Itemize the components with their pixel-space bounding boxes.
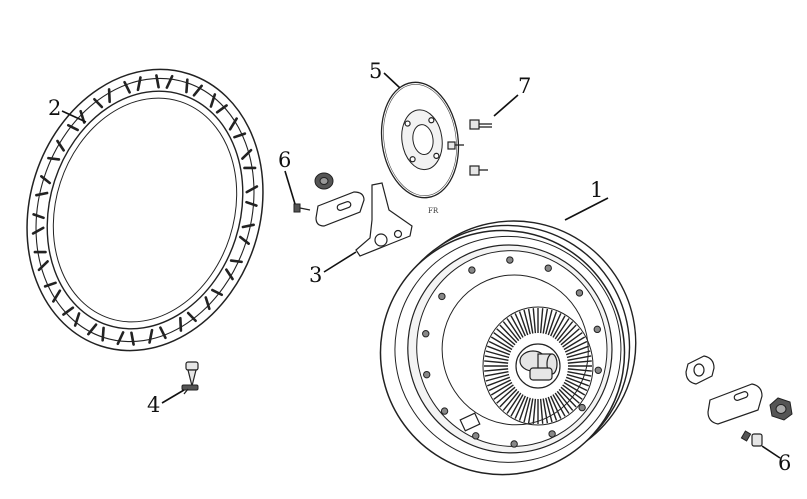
leader-lines xyxy=(61,72,781,459)
disc-bolt xyxy=(447,141,464,150)
brake-disc xyxy=(380,81,460,199)
disc-bolt xyxy=(469,165,488,176)
callout-3: 3 xyxy=(309,263,322,287)
callout-6-right: 6 xyxy=(778,451,791,475)
callout-4: 4 xyxy=(147,393,160,417)
axle-bolt-left xyxy=(293,203,311,213)
valve-stem xyxy=(181,361,199,395)
axle-washer-right xyxy=(685,355,715,385)
callout-1: 1 xyxy=(590,178,603,202)
axle-nut-right xyxy=(769,397,793,421)
disc-bolt xyxy=(469,119,492,130)
callout-7: 7 xyxy=(518,74,531,98)
axle-bolt-right xyxy=(740,430,763,447)
axle-nut-left xyxy=(314,172,334,190)
hub-motor-wheel xyxy=(379,220,637,476)
axle-shaft xyxy=(519,350,558,381)
tire-tread xyxy=(31,74,259,346)
caliper-bracket: FR xyxy=(355,182,439,257)
callout-6-left: 6 xyxy=(278,148,291,172)
svg-text:FR: FR xyxy=(428,207,439,215)
axle-spacer-right xyxy=(707,383,763,425)
tone-ring xyxy=(482,306,594,426)
hub-bolt-ring xyxy=(422,256,602,448)
callout-2: 2 xyxy=(48,96,61,120)
axle-washer-left xyxy=(315,191,365,227)
callout-5: 5 xyxy=(369,59,382,83)
tire xyxy=(26,68,264,352)
